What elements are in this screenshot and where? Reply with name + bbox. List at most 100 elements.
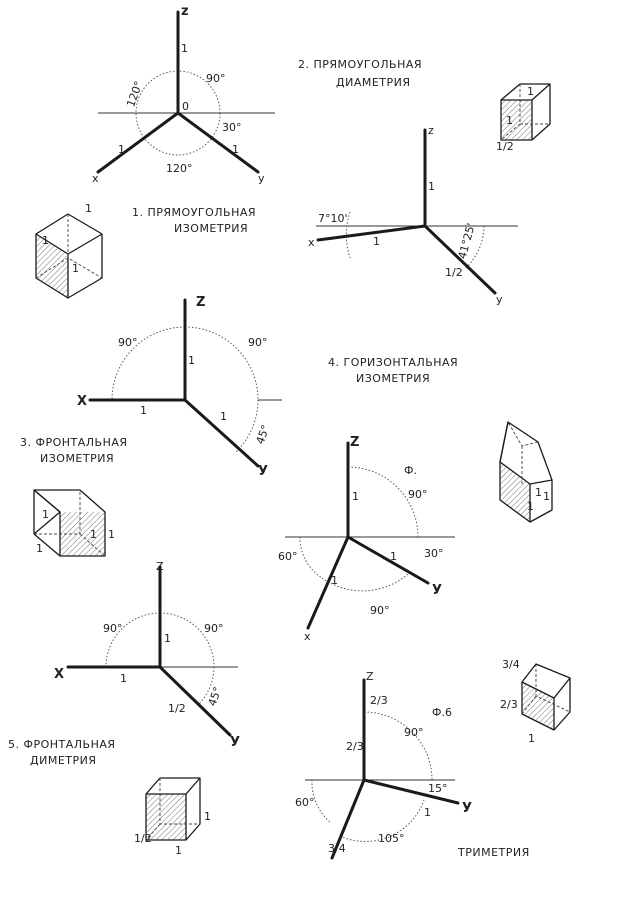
angle-90-bottom: 90° <box>370 604 390 617</box>
scale-z: 1 <box>352 490 359 503</box>
axis-y <box>346 535 430 585</box>
cube-edge-label: 1 <box>527 85 534 98</box>
axis-z-label: z <box>428 124 434 137</box>
angle-105: 105° <box>378 832 405 845</box>
angle-arc <box>299 536 323 579</box>
axis-x-label: x <box>304 630 311 643</box>
angle-60: 60° <box>278 550 298 563</box>
frontal-dimetric-cube: 1 1 1/2 <box>134 777 211 857</box>
angle-arc <box>363 711 433 781</box>
frontal-cube: 1 1 1 1 <box>33 489 115 557</box>
title-line-1: 1. ПРЯМОУГОЛЬНАЯ <box>132 206 256 219</box>
axis-x <box>96 111 180 174</box>
title-line-2: ИЗОМЕТРИЯ <box>174 222 248 235</box>
scale-z: 1 <box>428 180 435 193</box>
angle-arc <box>184 326 259 401</box>
title: ТРИМЕТРИЯ <box>457 846 530 859</box>
axis-y-label: У <box>230 735 240 750</box>
axis-z-label: Z <box>156 560 164 573</box>
angle-45: 45° <box>206 685 225 708</box>
scale-x: 1 <box>140 404 147 417</box>
section-frontal-dimetry: Z X У 1 1 1/2 90° 90° 45° 5. ФРОНТАЛЬНАЯ… <box>8 560 240 857</box>
scale-x: 1 <box>118 143 125 156</box>
angle-arc <box>159 612 215 668</box>
angle-arc <box>111 326 186 401</box>
scale-x: 1 <box>373 235 380 248</box>
axis-z-label: Z <box>366 670 374 683</box>
axis-x <box>316 224 427 242</box>
cube-edge-label: 3/4 <box>502 658 520 671</box>
section-trimetry: Z У 2/3 2/3 3/4 1 Ф.6 90° 60° 15° 105° Т… <box>295 658 571 860</box>
scale-y: 1 <box>232 143 239 156</box>
angle-circle <box>135 70 221 156</box>
scale-x: 3/4 <box>328 842 346 855</box>
axis-y <box>158 665 232 737</box>
axis-y-label: У <box>462 801 472 816</box>
angle-60: 60° <box>295 796 315 809</box>
axis-x-label: x <box>308 236 315 249</box>
axis-y <box>362 778 460 805</box>
axis-x-label: X <box>54 667 64 682</box>
scale-z-upper: 2/3 <box>370 694 388 707</box>
axis-y <box>176 111 260 174</box>
isometric-cube: 1 1 1 <box>35 202 103 299</box>
angle-90-right: 90° <box>248 336 268 349</box>
angle-arc <box>197 666 215 706</box>
cube-edge-label: 1 <box>527 500 534 513</box>
title-line-2: ДИАМЕТРИЯ <box>336 76 411 89</box>
section-frontal-isometry: Z X У 1 1 1 90° 90° 45° 3. ФРОНТАЛЬНАЯ И… <box>20 295 282 557</box>
angle-arc <box>465 225 485 269</box>
angle-15: 15° <box>428 782 448 795</box>
scale-z-lower: 2/3 <box>346 740 364 753</box>
axis-y-label: У <box>432 583 442 598</box>
axis-y-label: y <box>496 293 503 306</box>
axis-y <box>183 398 260 468</box>
scale-z: 1 <box>181 42 188 55</box>
angle-90: 90° <box>206 72 226 85</box>
angle-90-left: 90° <box>118 336 138 349</box>
cube-edge-label: 1 <box>36 542 43 555</box>
cube-edge-label: 1 <box>90 528 97 541</box>
angle-arc <box>311 779 331 823</box>
section-horizontal-isometry: Z x У 1 1 1 Ф. 90° 60° 30° 90° 4. ГОРИЗО… <box>278 356 553 643</box>
angle-90-right: 90° <box>204 622 224 635</box>
angle-90-left: 90° <box>103 622 123 635</box>
cube-edge-label: 1 <box>85 202 92 215</box>
axis-y <box>423 224 497 295</box>
axis-x-label: x <box>92 172 99 185</box>
angle-arc <box>321 573 409 592</box>
axis-x <box>330 778 366 860</box>
angle-90-top: 90° <box>408 488 428 501</box>
angle-30: 30° <box>222 121 242 134</box>
angle-30: 30° <box>424 547 444 560</box>
angle-41-25: 41°25' <box>456 222 478 261</box>
dimetric-cube: 1 1 1/2 <box>496 83 551 153</box>
scale-y: 1/2 <box>445 266 463 279</box>
title-line-2: ИЗОМЕТРИЯ <box>40 452 114 465</box>
section-rect-dimetry: z x y 1 1 1/2 7°10' 41°25' 2. ПРЯМОУГОЛЬ… <box>298 58 551 306</box>
cube-edge-label: 1 <box>535 486 542 499</box>
scale-y: 1 <box>424 806 431 819</box>
horizontal-cube: 1 1 1 <box>499 421 553 523</box>
cube-edge-label: 1 <box>42 234 49 247</box>
scale-y: 1/2 <box>168 702 186 715</box>
angle-7-10: 7°10' <box>318 212 348 225</box>
phi-label: Ф. <box>404 464 417 477</box>
angle-arc <box>235 399 259 453</box>
angle-120-left: 120° <box>124 79 145 108</box>
scale-y: 1 <box>390 550 397 563</box>
cube-edge-label: 1/2 <box>134 832 152 845</box>
axis-y-label: y <box>258 172 265 185</box>
section-rect-isometry: z x y 0 1 1 1 120° 90° 120° 30° 1. ПРЯМО… <box>35 4 275 299</box>
axis-z-label: z <box>181 4 189 19</box>
axis-z-label: Z <box>196 295 205 310</box>
cube-edge-label: 1 <box>506 114 513 127</box>
cube-edge-label: 1 <box>528 732 535 745</box>
scale-x: 1 <box>120 672 127 685</box>
origin-label: 0 <box>182 100 189 113</box>
title-line-1: 4. ГОРИЗОНТАЛЬНАЯ <box>328 356 458 369</box>
scale-y: 1 <box>220 410 227 423</box>
cube-edge-label: 1 <box>42 508 49 521</box>
cube-edge-label: 1 <box>72 262 79 275</box>
